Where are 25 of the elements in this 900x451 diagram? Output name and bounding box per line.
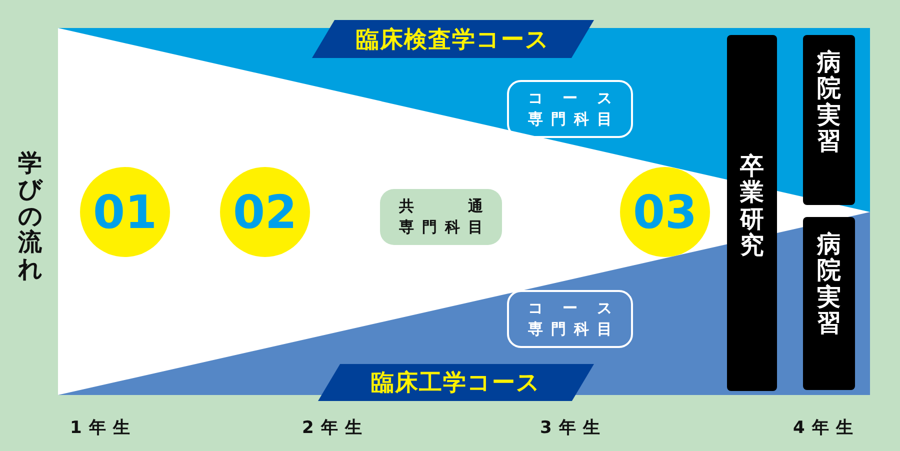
bar-text: 病院実習	[817, 231, 841, 340]
bar-text: 病院実習	[817, 49, 841, 158]
subject-box	[380, 189, 502, 245]
subject-text: 共通	[399, 196, 483, 216]
step-number: 02	[232, 185, 297, 239]
axis-title: 学びの流れ	[18, 150, 42, 282]
subject-text: 専門科目	[399, 218, 483, 238]
subject-box	[507, 80, 633, 138]
course-title: 臨床工学コース	[371, 369, 541, 398]
step-number: 03	[632, 185, 697, 239]
subject-text: コース	[528, 88, 612, 108]
step-number: 01	[92, 185, 157, 239]
course-title: 臨床検査学コース	[356, 26, 550, 54]
year-label: 1年生	[70, 417, 137, 439]
year-label: 3年生	[540, 417, 607, 439]
year-label: 4年生	[793, 417, 860, 439]
subject-text: 専門科目	[528, 320, 612, 340]
subject-text: 専門科目	[528, 110, 612, 130]
subject-box	[507, 290, 633, 348]
year-label: 2年生	[302, 417, 369, 439]
subject-text: コース	[528, 298, 612, 318]
practice-bar	[803, 35, 855, 205]
practice-bar	[803, 217, 855, 390]
research-bar	[727, 35, 777, 391]
bar-text: 卒業研究	[740, 153, 764, 262]
